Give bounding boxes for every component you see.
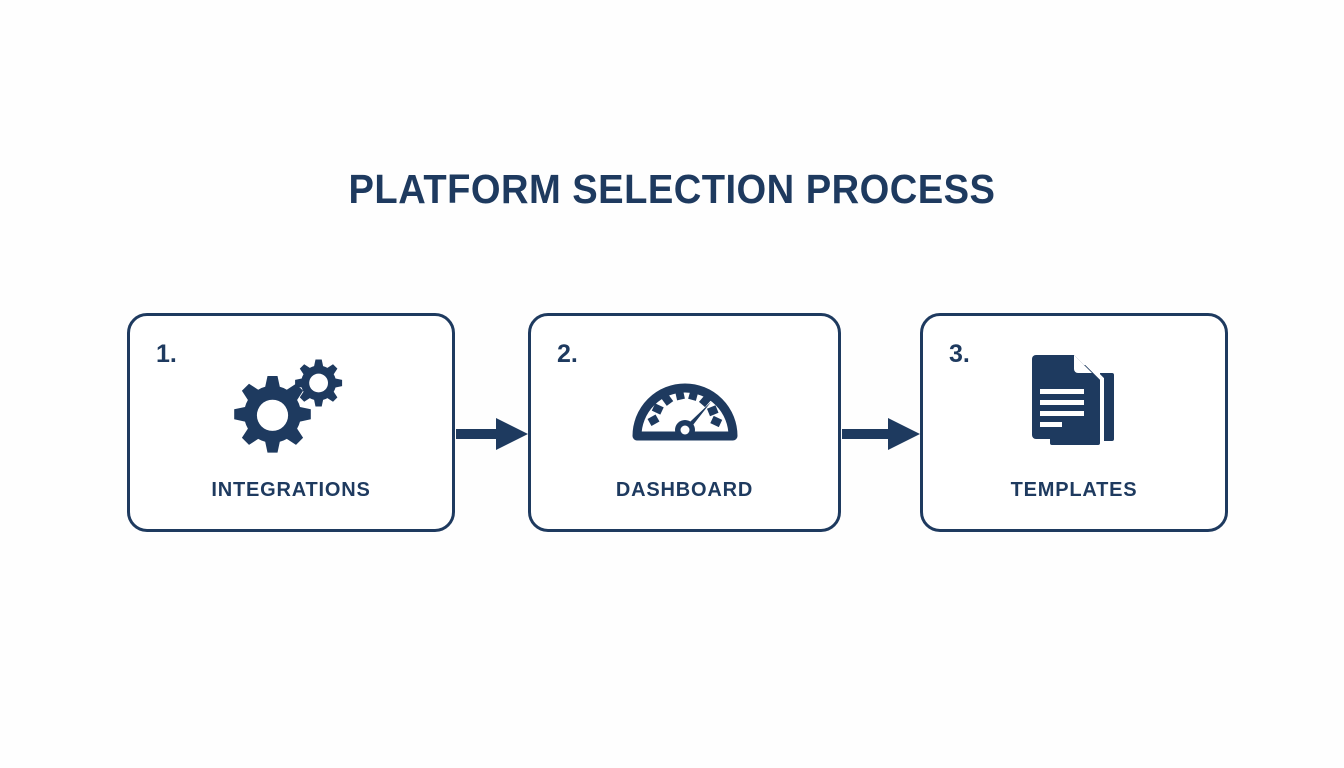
step-label-1: INTEGRATIONS bbox=[211, 479, 371, 501]
page-title: PLATFORM SELECTION PROCESS bbox=[348, 166, 996, 212]
step-number-1: 1. bbox=[156, 340, 177, 368]
step-card-2[interactable]: 2. bbox=[528, 313, 841, 532]
arrow-right-icon-2 bbox=[842, 416, 920, 452]
step-card-1[interactable]: 1. INTEGRATIONS bbox=[127, 313, 455, 532]
step-number-3: 3. bbox=[949, 340, 970, 368]
step-card-3[interactable]: 3. bbox=[920, 313, 1228, 532]
arrow-right-icon-1 bbox=[456, 416, 528, 452]
process-flow-row: 1. INTEGRATIONS bbox=[127, 313, 1228, 534]
gauge-icon bbox=[531, 348, 838, 458]
documents-icon bbox=[923, 348, 1225, 458]
gears-icon bbox=[130, 348, 452, 458]
step-label-2: DASHBOARD bbox=[615, 479, 754, 501]
step-label-3: TEMPLATES bbox=[1010, 479, 1138, 501]
step-number-2: 2. bbox=[557, 340, 578, 368]
